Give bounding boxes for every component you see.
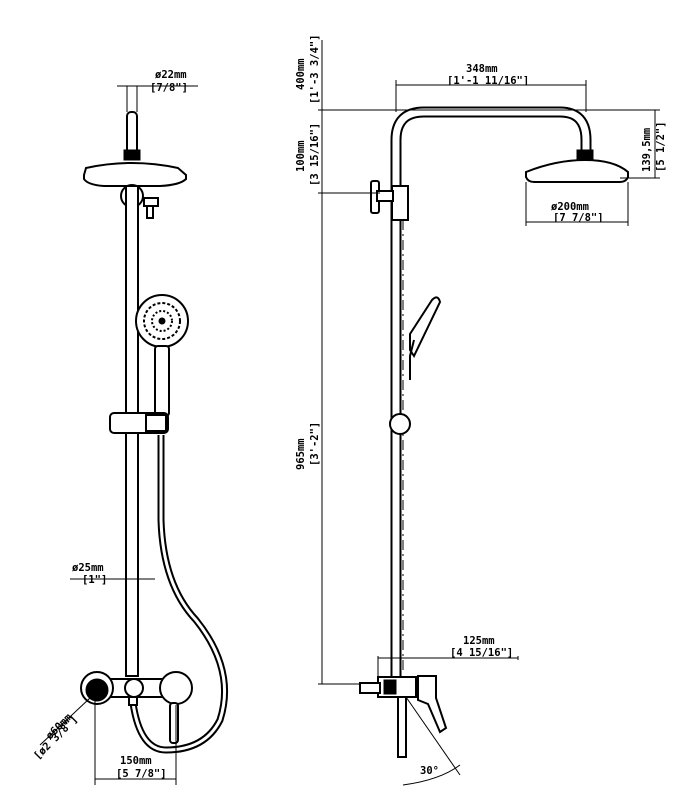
dim-riser-inch: [1"]	[82, 574, 107, 586]
dim-head-drop-mm: 139,5mm	[641, 128, 653, 172]
dim-riser-mm: ø25mm	[72, 562, 104, 574]
dim-bracket-inch: [3 15/16"]	[309, 123, 321, 186]
dim-head-drop-inch: [5 1/2"]	[655, 121, 667, 172]
front-hand-shower-face	[143, 302, 181, 340]
front-right-flange	[159, 671, 193, 705]
front-hand-shower-handle	[154, 345, 170, 417]
dim-bracket-mm: 100mm	[295, 140, 307, 172]
front-lever-handle	[169, 702, 179, 744]
dim-reach-mm: 348mm	[466, 63, 498, 75]
dim-top-pipe-mm: ø22mm	[155, 69, 187, 81]
dim-centers-inch: [5 7/8"]	[116, 768, 167, 780]
dim-arm-height-mm: 400mm	[295, 58, 307, 90]
front-lower-outlet	[128, 696, 138, 706]
side-hand-shower	[409, 296, 442, 359]
dim-projection-mm: 125mm	[463, 635, 495, 647]
side-valve-eccentric	[359, 682, 381, 694]
front-center-outlet	[124, 678, 144, 698]
dim-arm-height-inch: [1'-3 3/4"]	[309, 34, 321, 104]
side-shower-head	[525, 158, 629, 183]
dim-top-pipe-inch: [7/8"]	[150, 82, 188, 94]
dim-angle: 30°	[420, 765, 439, 777]
front-left-flange-shadow	[85, 678, 109, 702]
side-lower-outlet	[397, 696, 407, 758]
side-wall-bracket-body	[391, 185, 409, 221]
dim-head-mm: ø200mm	[551, 201, 589, 213]
side-slider-knob	[389, 413, 411, 435]
dim-projection-inch: [4 15/16"]	[450, 647, 513, 659]
side-riser-and-arm	[390, 106, 592, 680]
dim-reach-inch: [1'-1 11/16"]	[447, 75, 529, 87]
side-view: 348mm [1'-1 11/16"] 400mm [1'-3 3/4"] 10…	[295, 34, 667, 786]
dim-head-inch: [7 7/8"]	[553, 212, 604, 224]
front-diverter-knob	[143, 197, 159, 207]
front-view: ø22mm [7/8"] ø25mm [1"] ø60mm [ø2 3/8"] …	[32, 69, 229, 785]
dim-centers-mm: 150mm	[120, 755, 152, 767]
front-head-connector	[123, 149, 141, 161]
dim-riser-height-mm: 965mm	[295, 438, 307, 470]
side-lever-handle	[417, 675, 448, 734]
front-shower-head	[83, 162, 187, 187]
dim-riser-height-inch: [3'-2"]	[309, 422, 321, 466]
front-diverter-stem	[146, 205, 154, 219]
